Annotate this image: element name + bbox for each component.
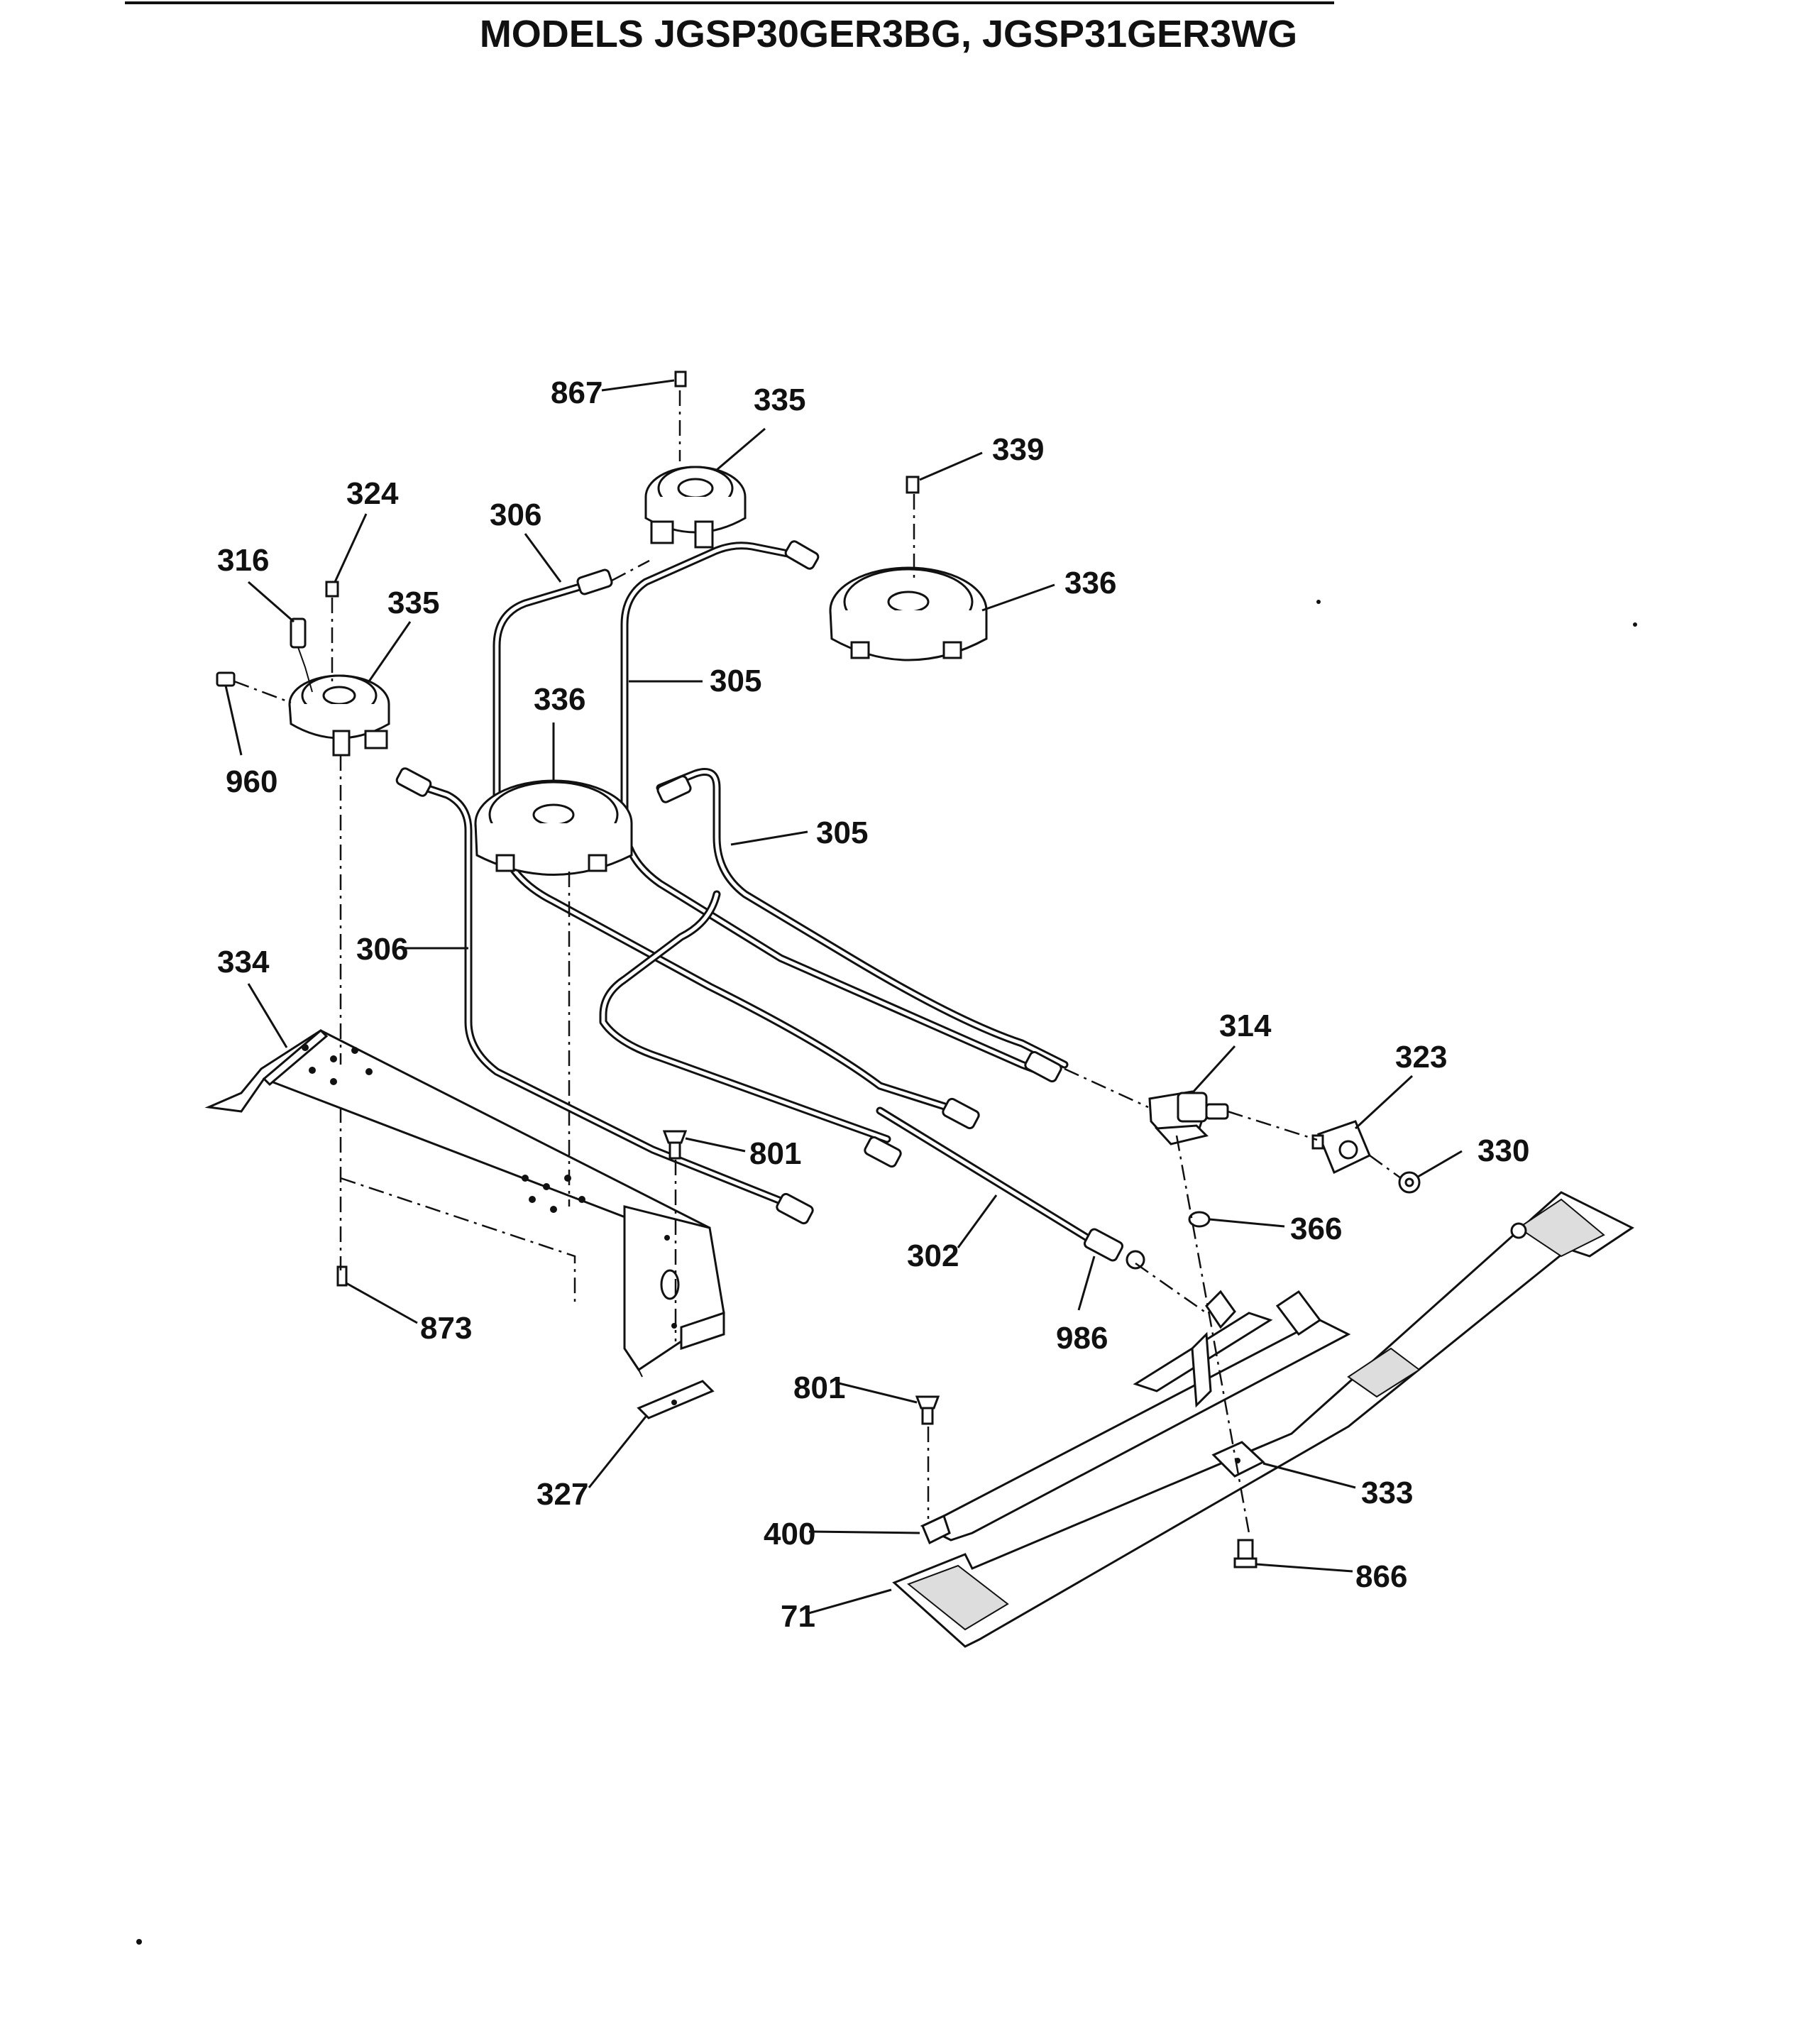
callout-366: 366 [1290, 1211, 1342, 1246]
speck [136, 1939, 142, 1945]
alignment-lines [233, 390, 1402, 1534]
callout-866: 866 [1355, 1559, 1407, 1594]
callout-333: 333 [1361, 1476, 1413, 1510]
callout-335-top: 335 [754, 383, 805, 417]
callout-801-lower: 801 [793, 1370, 845, 1405]
callout-873: 873 [420, 1311, 472, 1346]
callout-302: 302 [907, 1238, 959, 1273]
shield-400 [920, 1290, 1351, 1545]
callout-334: 334 [217, 945, 270, 979]
gas-tubes [422, 542, 1104, 1250]
callout-867: 867 [551, 375, 602, 410]
shield-71 [892, 1191, 1634, 1648]
callout-314: 314 [1219, 1009, 1272, 1043]
callout-336-middle: 336 [534, 682, 585, 717]
callout-305-upper: 305 [710, 664, 761, 698]
leader-lines [224, 379, 1463, 1615]
burner-336-middle [474, 779, 633, 876]
page-title: MODELS JGSP30GER3BG, JGSP31GER3WG [480, 13, 1297, 55]
callout-330: 330 [1477, 1133, 1529, 1168]
tube-fittings [395, 540, 1145, 1270]
callout-400: 400 [764, 1517, 815, 1551]
callout-339: 339 [992, 432, 1044, 467]
callout-960: 960 [226, 764, 277, 799]
speck [1316, 600, 1321, 604]
callout-801-upper: 801 [749, 1136, 801, 1171]
callout-324: 324 [346, 476, 399, 511]
callout-labels: 867 335 339 324 306 336 316 335 305 336 … [217, 375, 1529, 1634]
hardware [216, 370, 1421, 1568]
burner-support-334 [204, 1028, 725, 1378]
speck [1633, 622, 1637, 627]
burner-335-top [644, 466, 747, 549]
callout-305-lower: 305 [816, 815, 868, 850]
plate-327 [637, 1380, 715, 1419]
callout-335-left: 335 [387, 586, 439, 620]
valve-314 [1148, 1090, 1229, 1145]
callout-986: 986 [1056, 1321, 1108, 1356]
burner-335-left [288, 674, 390, 757]
callout-316: 316 [217, 543, 269, 578]
callout-323: 323 [1395, 1040, 1447, 1075]
bracket-323 [1311, 1120, 1371, 1175]
burner-336-right [829, 566, 988, 661]
callout-306-top: 306 [490, 498, 541, 532]
callout-306-lower: 306 [356, 932, 408, 967]
callout-71: 71 [781, 1599, 815, 1634]
callout-336-right: 336 [1064, 566, 1116, 600]
callout-327: 327 [536, 1477, 588, 1512]
